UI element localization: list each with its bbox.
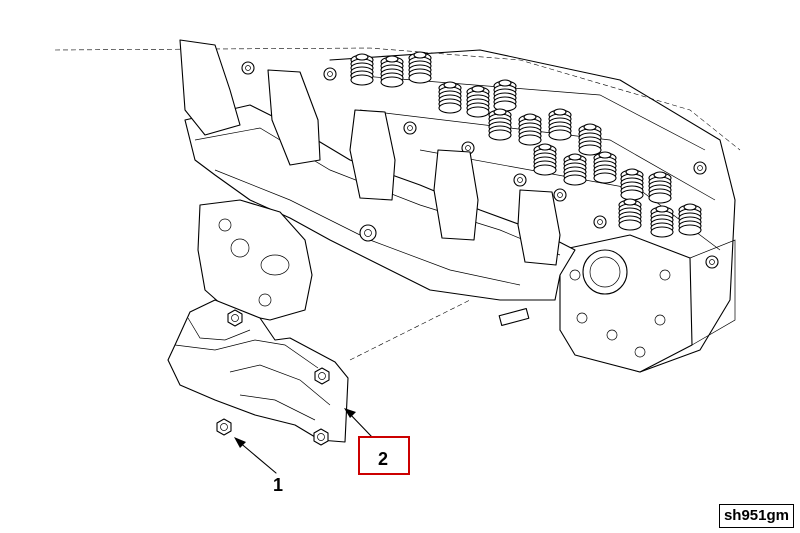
callout-2: 2 [344,408,410,475]
head-end-plate [559,234,736,373]
heat-shield [167,299,349,443]
figure-id-label: sh951gm [718,504,794,528]
alignment-line [349,299,471,361]
cylinder-head [54,47,741,373]
head-fasteners [241,61,719,269]
callout-2-highlight-box [358,436,410,475]
callout-1: 1 [234,437,283,495]
exhaust-manifold [179,39,576,327]
callout-1-label: 1 [273,475,283,495]
callout-2-label: 2 [378,449,388,469]
